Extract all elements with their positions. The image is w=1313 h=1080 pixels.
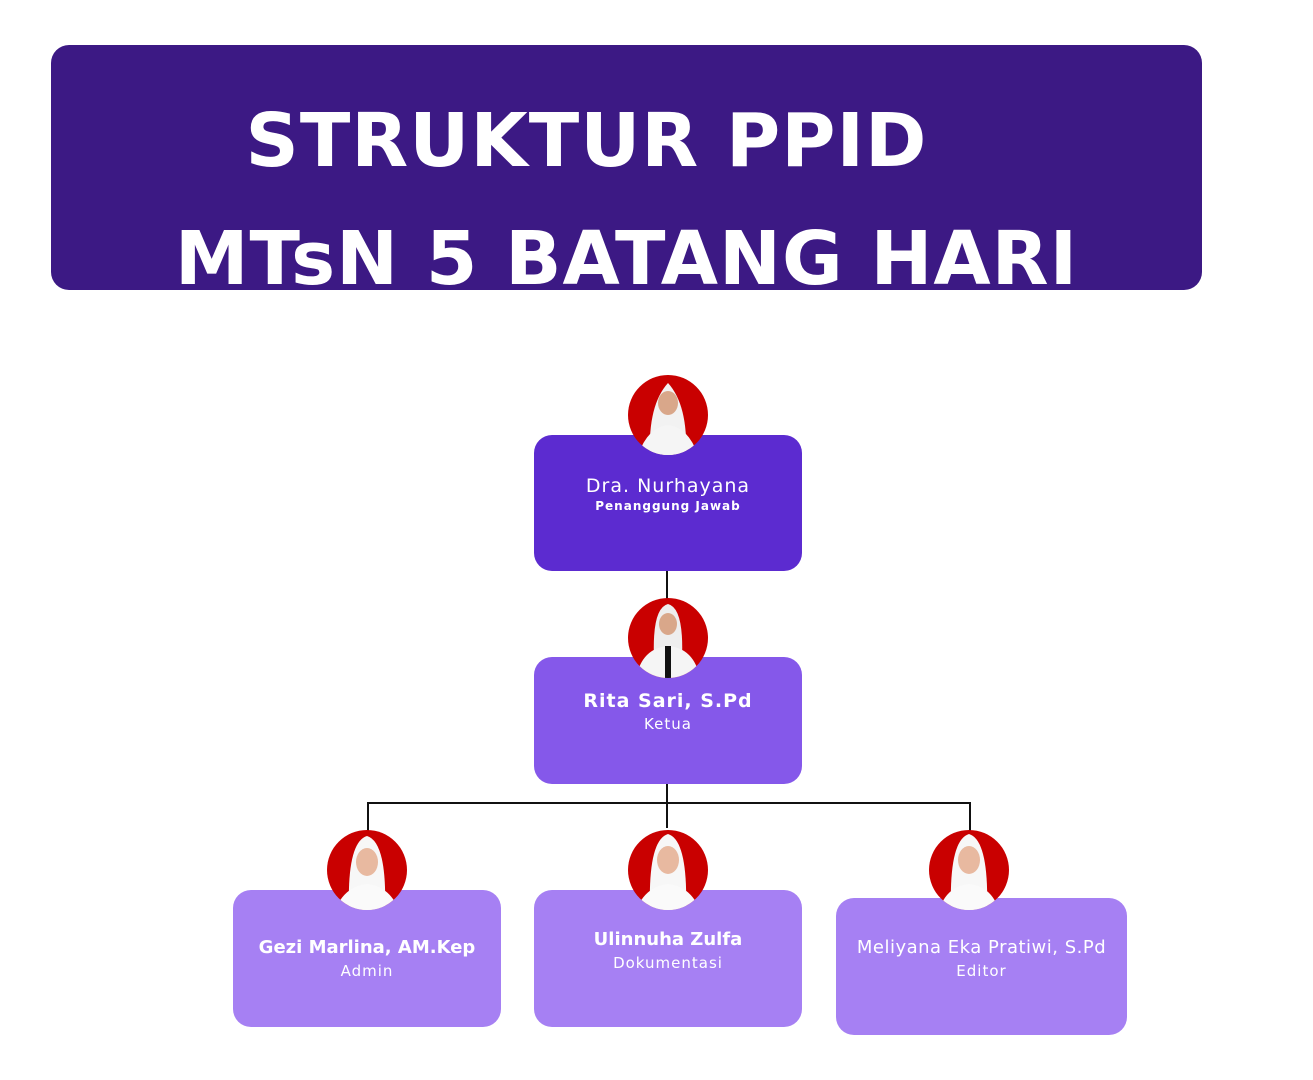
member-role: Penanggung Jawab (595, 499, 741, 513)
member-card-admin: Gezi Marlina, AM.Kep Admin (233, 890, 501, 1027)
person-portrait-icon (628, 598, 708, 678)
person-portrait-icon (628, 375, 708, 455)
member-photo (628, 830, 708, 910)
person-portrait-icon (929, 830, 1009, 910)
member-photo (628, 375, 708, 455)
connector-line (367, 802, 971, 804)
member-name: Dra. Nurhayana (585, 475, 751, 497)
connector-line (666, 570, 668, 600)
connector-line (367, 802, 369, 832)
member-role: Admin (340, 962, 394, 980)
member-role: Dokumentasi (613, 954, 723, 972)
title-banner: STRUKTUR PPID MTsN 5 BATANG HARI (51, 45, 1202, 302)
member-name: Rita Sari, S.Pd (583, 690, 753, 712)
member-photo (628, 598, 708, 678)
member-card-dokumentasi: Ulinnuha Zulfa Dokumentasi (534, 890, 802, 1027)
member-name: Gezi Marlina, AM.Kep (258, 937, 476, 958)
title-line-1: STRUKTUR PPID (245, 98, 928, 184)
connector-line (666, 784, 668, 828)
member-card-editor: Meliyana Eka Pratiwi, S.Pd Editor (836, 898, 1127, 1035)
member-name: Meliyana Eka Pratiwi, S.Pd (856, 937, 1107, 958)
member-photo (929, 830, 1009, 910)
person-portrait-icon (628, 830, 708, 910)
member-role: Editor (956, 962, 1007, 980)
connector-line (969, 802, 971, 832)
member-card-ketua: Rita Sari, S.Pd Ketua (534, 657, 802, 784)
member-name: Ulinnuha Zulfa (593, 929, 743, 950)
member-role: Ketua (644, 715, 692, 733)
member-card-penanggung-jawab: Dra. Nurhayana Penanggung Jawab (534, 435, 802, 571)
member-photo (327, 830, 407, 910)
person-portrait-icon (327, 830, 407, 910)
title-line-2: MTsN 5 BATANG HARI (174, 216, 1079, 302)
